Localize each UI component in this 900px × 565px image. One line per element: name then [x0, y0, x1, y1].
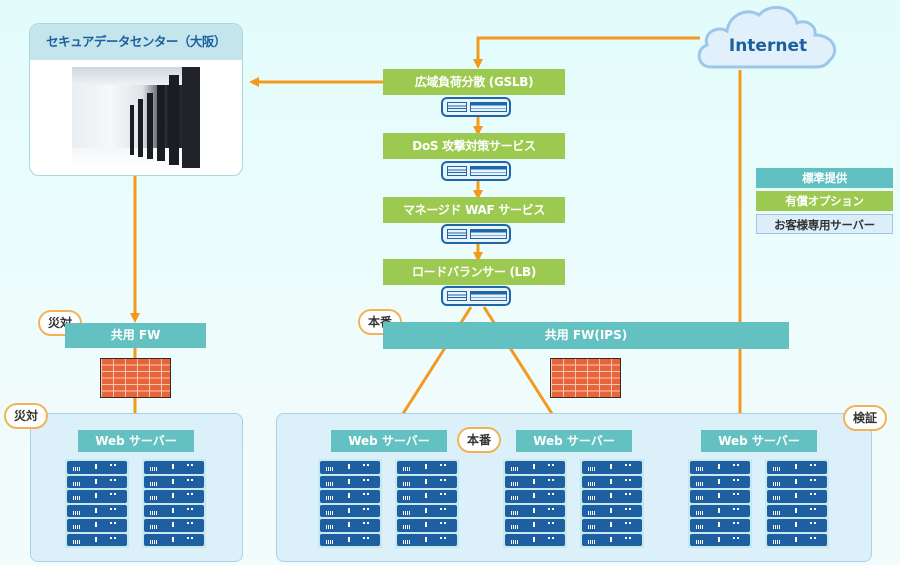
server-unit-icon	[144, 519, 204, 532]
web-server-label: Web サーバー	[516, 430, 632, 452]
server-unit-icon	[505, 533, 565, 546]
legend-standard: 標準提供	[756, 168, 893, 188]
server-unit-icon	[767, 533, 827, 546]
server-unit-icon	[505, 475, 565, 488]
server-unit-icon	[767, 461, 827, 474]
server-unit-icon	[320, 475, 380, 488]
server-unit-icon	[767, 475, 827, 488]
server-unit-icon	[397, 461, 457, 474]
server-unit-icon	[320, 533, 380, 546]
server-unit-icon	[67, 504, 127, 517]
server-unit-icon	[767, 519, 827, 532]
server-unit-icon	[767, 504, 827, 517]
server-unit-icon	[505, 519, 565, 532]
line-internet-to-gslb	[473, 36, 700, 69]
server-unit-icon	[144, 461, 204, 474]
server-unit-icon	[505, 461, 565, 474]
server-unit-icon	[690, 461, 750, 474]
server-unit-icon	[582, 519, 642, 532]
server-unit-icon	[690, 475, 750, 488]
shared-fw-dr: 共用 FW	[65, 323, 206, 348]
server-unit-icon	[67, 519, 127, 532]
server-rack	[688, 459, 752, 548]
server-unit-icon	[690, 490, 750, 503]
server-unit-icon	[144, 475, 204, 488]
server-unit-icon	[320, 461, 380, 474]
shared-fw-ips: 共用 FW(IPS)	[383, 322, 789, 349]
legend-paid-option: 有償オプション	[756, 191, 893, 211]
firewall-brick-icon	[550, 358, 621, 398]
server-unit-icon	[144, 533, 204, 546]
server-rack	[395, 459, 459, 548]
cloud-icon	[697, 6, 837, 69]
service-managed-waf: マネージド WAF サービス	[383, 197, 565, 223]
server-unit-icon	[582, 533, 642, 546]
server-rack	[765, 459, 829, 548]
web-server-label: Web サーバー	[701, 430, 817, 452]
server-unit-icon	[67, 490, 127, 503]
server-unit-icon	[505, 504, 565, 517]
server-unit-icon	[505, 490, 565, 503]
server-unit-icon	[144, 490, 204, 503]
appliance-icon	[441, 97, 511, 117]
server-unit-icon	[767, 490, 827, 503]
service-gslb: 広域負荷分散 (GSLB)	[383, 69, 565, 95]
server-unit-icon	[397, 490, 457, 503]
server-unit-icon	[582, 461, 642, 474]
server-rack	[580, 459, 644, 548]
server-unit-icon	[144, 504, 204, 517]
server-unit-icon	[582, 490, 642, 503]
server-unit-icon	[690, 533, 750, 546]
server-unit-icon	[320, 519, 380, 532]
tag-production-zone: 本番	[457, 427, 502, 453]
server-rack	[142, 459, 206, 548]
service-load-balancer: ロードバランサー (LB)	[383, 259, 565, 285]
appliance-icon	[441, 286, 511, 306]
server-unit-icon	[690, 519, 750, 532]
server-unit-icon	[690, 504, 750, 517]
server-rack	[65, 459, 129, 548]
server-unit-icon	[397, 475, 457, 488]
server-unit-icon	[397, 519, 457, 532]
server-unit-icon	[67, 475, 127, 488]
internet-label: Internet	[728, 36, 808, 56]
datacenter-title: セキュアデータセンター（大阪）	[30, 24, 242, 60]
server-unit-icon	[397, 504, 457, 517]
server-unit-icon	[67, 533, 127, 546]
appliance-icon	[441, 161, 511, 181]
server-unit-icon	[320, 490, 380, 503]
datacenter-photo	[72, 67, 200, 168]
web-server-label: Web サーバー	[78, 430, 194, 452]
server-unit-icon	[582, 504, 642, 517]
firewall-brick-icon	[100, 358, 171, 398]
server-unit-icon	[397, 533, 457, 546]
server-unit-icon	[67, 461, 127, 474]
server-unit-icon	[320, 504, 380, 517]
tag-staging: 検証	[843, 405, 888, 431]
web-server-label: Web サーバー	[331, 430, 447, 452]
server-rack	[503, 459, 567, 548]
server-rack	[318, 459, 382, 548]
server-unit-icon	[582, 475, 642, 488]
tag-dr-zone: 災対	[4, 403, 49, 429]
datacenter-card: セキュアデータセンター（大阪）	[29, 23, 243, 176]
legend-customer-server: お客様専用サーバー	[756, 214, 893, 234]
appliance-icon	[441, 224, 511, 244]
service-dos-protection: DoS 攻撃対策サービス	[383, 133, 565, 159]
